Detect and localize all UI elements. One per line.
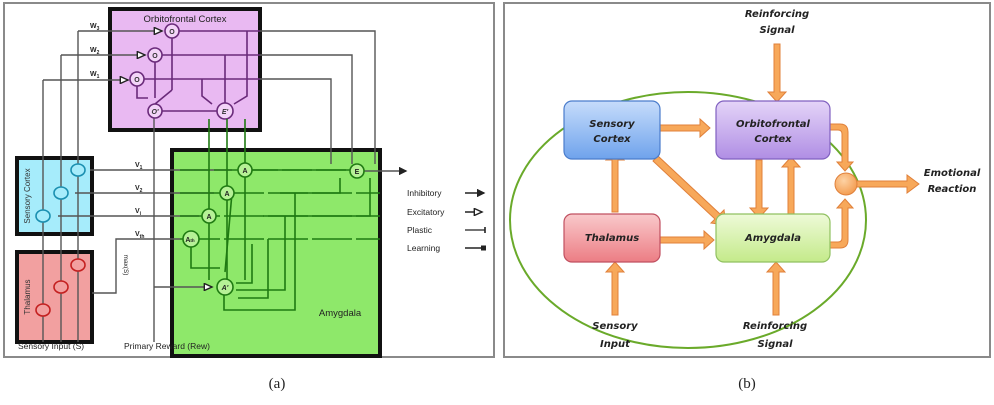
node-a-prime xyxy=(216,278,234,296)
weight-v1: V1 xyxy=(135,162,143,171)
arrow-ofc-to-sum xyxy=(829,123,855,172)
orbitofrontal-box xyxy=(715,100,831,160)
arrow-input-to-thalamus xyxy=(604,261,626,316)
legend-excitatory: Excitatory xyxy=(407,207,445,217)
emotional-reaction-label-1: Emotional xyxy=(924,168,981,179)
orbitofrontal-nodes xyxy=(129,23,234,120)
arrow-sensory-to-ofc xyxy=(659,117,711,139)
panel-a: Orbitofrontal Cortex Amygdala Sensory Co… xyxy=(3,2,495,358)
arrow-amygdala-to-sum xyxy=(829,198,855,249)
node-a-1 xyxy=(237,162,253,178)
legend-learning: Learning xyxy=(407,243,440,253)
panel-b: Sensory Cortex Orbitofrontal Cortex Thal… xyxy=(503,2,991,358)
weight-vi: Vi xyxy=(135,208,142,217)
caption-b: (b) xyxy=(738,376,756,392)
arrow-reinforcing-to-amygdala xyxy=(765,261,787,316)
node-e-label: E xyxy=(355,169,360,176)
arrow-thalamus-to-amygdala xyxy=(659,229,715,251)
node-o-3-label: O xyxy=(169,29,175,36)
node-a-1-label: A xyxy=(242,168,247,175)
thalamus-label: Thalamus xyxy=(23,279,32,314)
weight-vth: Vth xyxy=(135,231,144,240)
sensory-input-label-2: Input xyxy=(600,339,631,350)
weight-w3: W3 xyxy=(90,23,100,32)
legend-plastic: Plastic xyxy=(407,225,433,235)
amygdala-label: Amygdala xyxy=(319,308,362,319)
node-a-2-label: A xyxy=(224,191,229,198)
reinforcing-bottom-label-2: Signal xyxy=(757,339,793,350)
weight-w1: W1 xyxy=(90,71,100,80)
node-o-prime xyxy=(147,103,163,119)
weight-w2: W2 xyxy=(90,47,100,56)
reinforcing-top-label-1: Reinforcing xyxy=(745,9,809,20)
thalamus-neurons xyxy=(35,258,86,317)
arrow-amygdala-to-ofc xyxy=(780,156,802,216)
panel-b-frame xyxy=(503,2,991,358)
primary-reward-label: Primary Reward (Rew) xyxy=(124,341,210,351)
node-e xyxy=(349,163,365,179)
sensory-input-label: Sensory Input (S) xyxy=(18,341,84,351)
node-o-prime-label: O' xyxy=(151,109,158,116)
node-o-2 xyxy=(147,47,163,63)
amygdala-box xyxy=(715,213,831,263)
node-a-2 xyxy=(219,185,235,201)
orbitofrontal-label-1: Orbitofrontal xyxy=(736,119,810,130)
orbitofrontal-wiring xyxy=(136,30,260,112)
sensory-neurons xyxy=(35,163,86,223)
sensory-cortex-label-1: Sensory xyxy=(589,119,635,130)
node-a-i xyxy=(201,208,217,224)
node-a-prime-label: A' xyxy=(221,285,229,292)
arrow-sum-to-reaction xyxy=(854,174,920,194)
node-o-1-label: O xyxy=(134,77,140,84)
reinforcing-bottom-label-1: Reinforcing xyxy=(743,321,807,332)
node-a-th xyxy=(182,230,200,248)
arrow-ofc-to-amygdala xyxy=(748,159,770,219)
node-o-2-label: O xyxy=(152,53,158,60)
emotional-reaction-label-2: Reaction xyxy=(928,184,977,195)
learning-marker-icon xyxy=(465,245,486,251)
node-o-3 xyxy=(164,23,180,39)
caption-a: (a) xyxy=(269,376,286,392)
arrow-reinforcing-to-ofc xyxy=(766,43,788,103)
node-a-th-label: Ath xyxy=(185,237,195,244)
sensory-cortex-label: Sensory Cortex xyxy=(23,168,32,223)
sensory-cortex-label-2: Cortex xyxy=(593,134,631,145)
reinforcing-top-label-2: Signal xyxy=(759,25,795,36)
sensory-cortex-box xyxy=(563,100,661,160)
orbitofrontal-label: Orbitofrontal Cortex xyxy=(144,14,227,25)
plastic-marker-icon xyxy=(465,227,486,233)
node-e-prime-label: E' xyxy=(222,109,229,116)
legend-inhibitory: Inhibitory xyxy=(407,188,442,198)
orbitofrontal-region xyxy=(108,7,262,132)
weight-v2: V2 xyxy=(135,185,143,194)
node-e-prime xyxy=(216,102,234,120)
summation-node xyxy=(834,172,858,196)
thalamus-label-b: Thalamus xyxy=(585,233,639,244)
node-a-i-label: A xyxy=(206,214,211,221)
max-s-label: max(S) xyxy=(122,255,129,276)
system-boundary-ellipse xyxy=(509,91,867,349)
sensory-input-label-1: Sensory xyxy=(592,321,638,332)
orbitofrontal-label-2: Cortex xyxy=(754,134,792,145)
thalamus-box xyxy=(563,213,661,263)
amygdala-region xyxy=(170,148,382,358)
node-o-1 xyxy=(129,71,145,87)
amygdala-label-b: Amygdala xyxy=(744,233,801,244)
legend: Inhibitory Excitatory Plastic Learning xyxy=(407,188,486,253)
amygdala-nodes xyxy=(182,162,365,296)
